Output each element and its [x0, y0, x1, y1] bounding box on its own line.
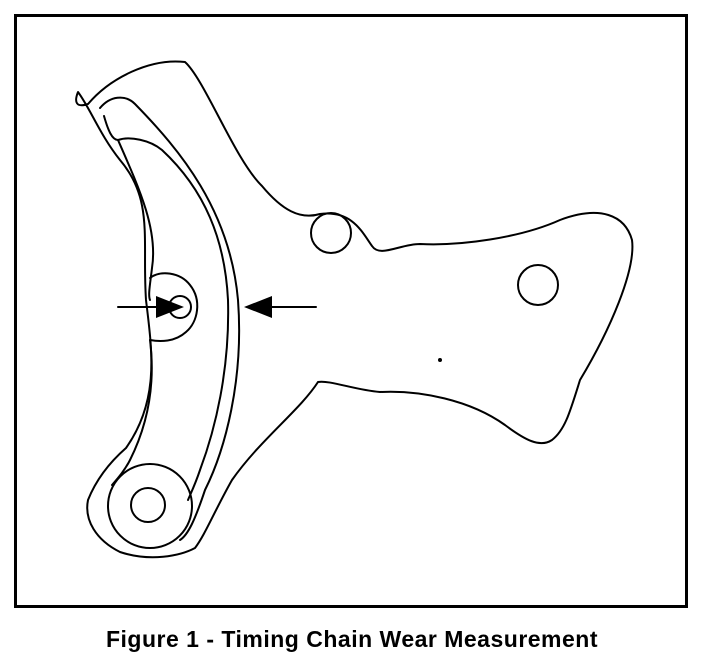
wear-pad-inner-edge	[117, 137, 230, 501]
right-mounting-hole	[517, 264, 559, 306]
figure-frame	[14, 14, 688, 608]
left-arrowhead	[156, 296, 184, 318]
upper-mounting-hole	[310, 212, 352, 254]
arm-inner-contour	[103, 115, 155, 301]
pivot-boss	[107, 463, 193, 549]
tensioner-body-outline	[75, 60, 634, 559]
measurement-notch	[149, 272, 199, 342]
right-arrowhead	[244, 296, 272, 318]
wear-pad-outer-edge	[99, 96, 241, 541]
figure-caption: Figure 1 - Timing Chain Wear Measurement	[105, 626, 599, 652]
pivot-hole	[130, 487, 166, 523]
center-mark	[438, 358, 442, 362]
